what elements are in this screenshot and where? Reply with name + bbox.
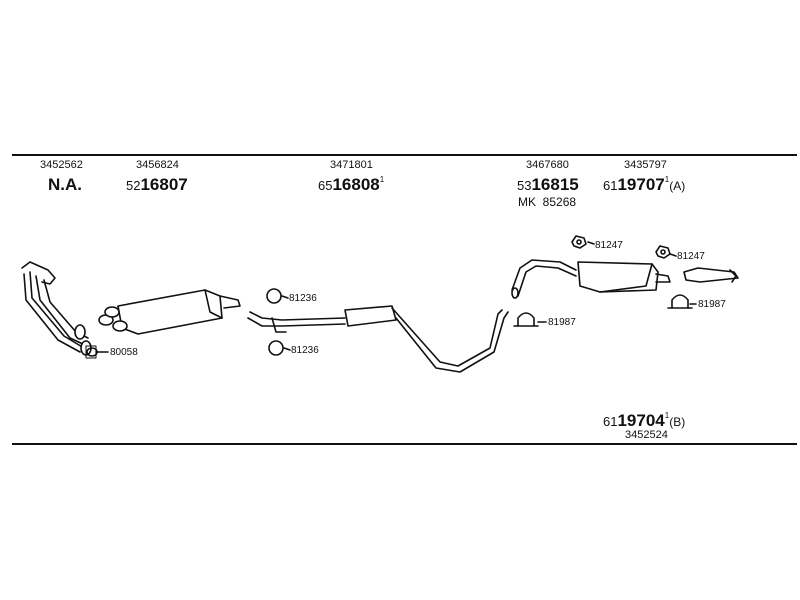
clamp-81987-mid-drawing (513, 312, 539, 327)
front-silencer-drawing (98, 289, 241, 335)
group-mark-3: 1 (379, 175, 385, 184)
bottom-group-prefix: 61 (603, 414, 618, 429)
leader-lines (95, 241, 697, 353)
group-mark-5: 1 (664, 175, 670, 184)
kit-code: MK (518, 195, 536, 209)
group-prefix-3: 65 (318, 178, 333, 193)
group-number-1: N.A. (48, 176, 82, 193)
group-ref-2: 3456824 (136, 159, 179, 171)
bottom-group-suffix: (B) (669, 415, 686, 429)
group-prefix-5: 61 (603, 178, 618, 193)
group-ref-1: 3452562 (40, 159, 83, 171)
label-mount-81247-right: 81247 (677, 251, 705, 262)
ring-81236-upper-drawing (266, 288, 282, 304)
group-ref-4: 3467680 (526, 159, 569, 171)
bottom-rule (12, 443, 797, 445)
bottom-group-number-value: 19704 (617, 411, 665, 430)
group-number-2: 5216807 (126, 176, 188, 194)
kit-number: 85268 (542, 195, 577, 209)
bottom-group-ref: 3452524 (625, 429, 668, 441)
mount-81247-right-drawing (655, 245, 671, 259)
group-number-1-value: N.A. (48, 175, 82, 194)
label-mount-81247-left: 81247 (595, 240, 623, 251)
group-number-2-value: 16807 (140, 175, 188, 194)
front-pipe-drawing (21, 261, 92, 356)
label-ring-81236-lower: 81236 (291, 345, 319, 356)
group-prefix-2: 52 (126, 178, 141, 193)
top-rule (12, 154, 797, 156)
middle-pipe-drawing (247, 305, 509, 373)
group-prefix-4: 53 (517, 178, 532, 193)
group-suffix-5: (A) (669, 179, 686, 193)
group-number-3: 65168081 (318, 176, 384, 194)
kit-label: MK 85268 (518, 196, 576, 208)
ring-81236-lower-drawing (268, 340, 284, 356)
mount-81247-left-drawing (571, 235, 587, 249)
label-gasket-80058: 80058 (110, 347, 138, 358)
label-ring-81236-upper: 81236 (289, 293, 317, 304)
group-ref-5: 3435797 (624, 159, 667, 171)
bottom-group-number: 61197041(B) (603, 412, 685, 430)
group-number-5: 61197071(A) (603, 176, 685, 194)
label-clamp-81987-mid: 81987 (548, 317, 576, 328)
group-number-5-value: 19707 (617, 175, 665, 194)
group-ref-3: 3471801 (330, 159, 373, 171)
clamp-81987-rear-drawing (667, 294, 693, 309)
group-number-4: 5316815 (517, 176, 579, 194)
tail-pipe-drawing (683, 267, 739, 283)
bottom-group-mark: 1 (664, 411, 670, 420)
label-clamp-81987-rear: 81987 (698, 299, 726, 310)
group-number-3-value: 16808 (332, 175, 380, 194)
rear-silencer-drawing (511, 259, 671, 299)
group-number-4-value: 16815 (531, 175, 579, 194)
